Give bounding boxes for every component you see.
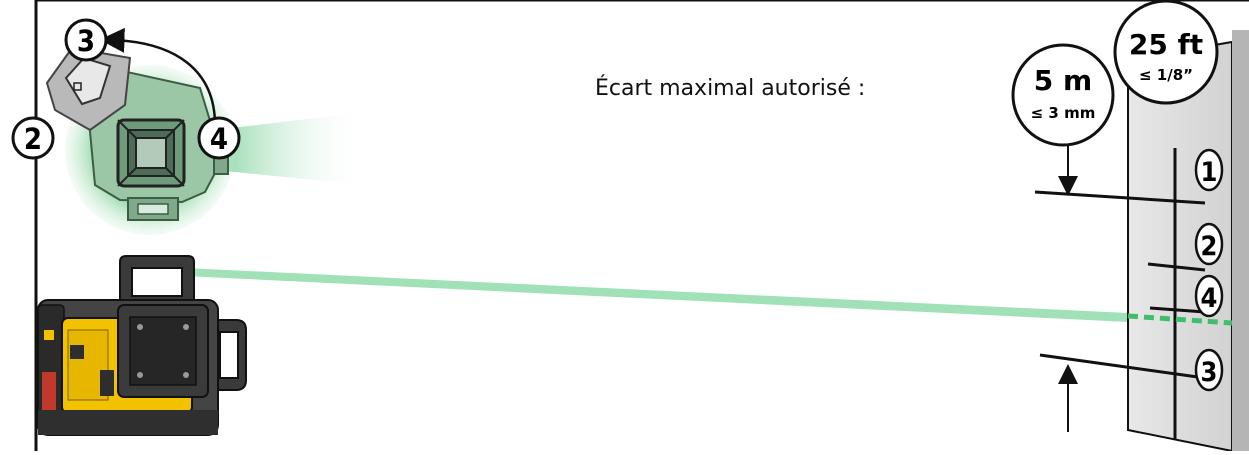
- tolerance-metric-distance: 5 m: [1034, 64, 1092, 97]
- marker-top-3-label: 3: [77, 24, 95, 58]
- marker-wall-2-label: 2: [1201, 231, 1218, 262]
- marker-wall-3: 3: [1194, 348, 1224, 392]
- marker-top-4-label: 4: [210, 122, 228, 156]
- side-view-tool: [37, 255, 247, 436]
- caption-text: Écart maximal autorisé :: [595, 75, 865, 101]
- marker-wall-1: 1: [1194, 148, 1224, 192]
- frame-border: [34, 0, 1249, 451]
- tolerance-imperial-badge: 25 ft ≤ 1/8”: [1113, 0, 1219, 105]
- marker-top-2-label: 2: [24, 122, 42, 156]
- wall-laser-line: [1127, 313, 1233, 326]
- wall-mark-4-line: [1149, 306, 1206, 314]
- tolerance-metric-deviation: ≤ 3 mm: [1031, 104, 1096, 122]
- tolerance-metric-badge: 5 m ≤ 3 mm: [1011, 43, 1115, 147]
- marker-wall-4: 4: [1194, 274, 1224, 318]
- wall-mark-2-line: [1147, 262, 1206, 272]
- top-view-tool: [45, 27, 365, 235]
- marker-top-3: 3: [64, 18, 108, 62]
- tolerance-imperial-deviation: ≤ 1/8”: [1139, 66, 1193, 84]
- wall-edge: [1232, 30, 1249, 451]
- wall-mark-3-line: [1039, 353, 1206, 380]
- marker-wall-2: 2: [1194, 222, 1224, 266]
- tolerance-imperial-distance: 25 ft: [1129, 28, 1203, 61]
- top-view-beam: [215, 112, 365, 185]
- marker-wall-4-label: 4: [1201, 283, 1218, 314]
- marker-top-4: 4: [197, 116, 241, 160]
- laser-beam: [185, 268, 1232, 327]
- rotation-arrow: [99, 27, 217, 126]
- marker-wall-1-label: 1: [1201, 157, 1218, 188]
- wall: [1034, 30, 1249, 453]
- marker-wall-3-label: 3: [1201, 357, 1218, 388]
- marker-top-2: 2: [11, 116, 55, 160]
